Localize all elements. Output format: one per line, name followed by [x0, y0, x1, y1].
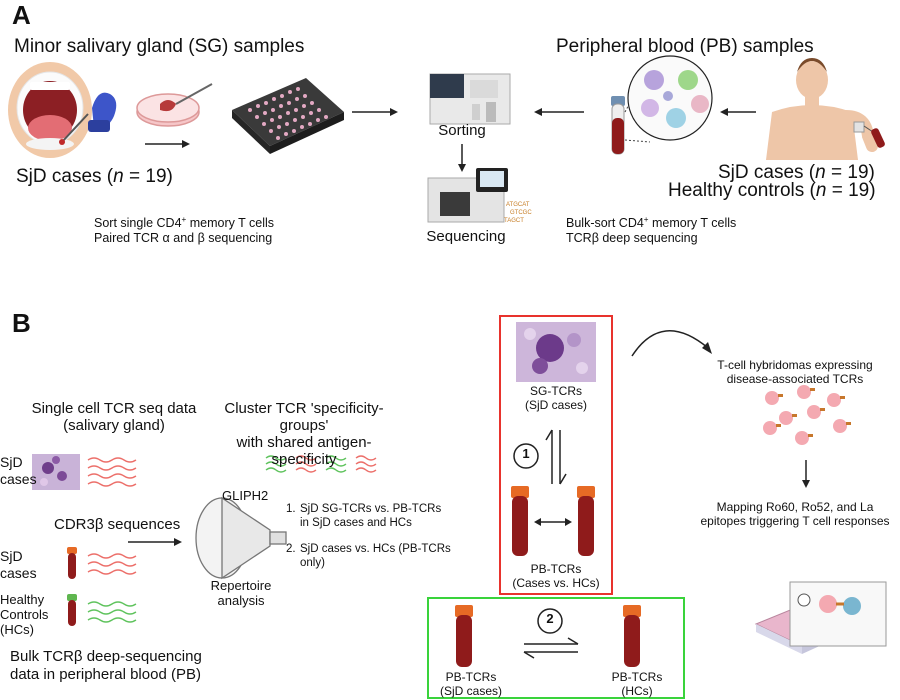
sg-tissue-image — [516, 322, 596, 382]
step-2-number: 2 — [546, 611, 554, 626]
tcr-red-waves-sg — [87, 457, 137, 487]
arrow-petri-to-plate — [145, 140, 190, 148]
step-1-circle — [513, 443, 539, 469]
sequence-text-icon: ATGCAT GTCGC TAGCT — [504, 202, 532, 224]
step-2-circle — [537, 608, 563, 634]
cell-zoom-icon — [624, 55, 713, 143]
arrow-tube-to-sorter — [534, 108, 584, 116]
equilibrium-arrows-2 — [523, 637, 579, 659]
panel-a-letter: A — [12, 0, 31, 30]
curved-arrow-to-hybridoma — [631, 330, 712, 357]
gloved-hand-icon — [59, 92, 117, 145]
pb-tcrs-hc-label: PB-TCRs(HCs) — [611, 670, 663, 698]
assay-zoom-icon — [789, 581, 887, 647]
pb-sjd-cases-label: SjD cases (n = 19) — [718, 162, 875, 183]
sequencing-label: Sequencing — [426, 228, 506, 245]
cell-sorter-icon — [429, 73, 511, 125]
arrow-cdr3-to-funnel — [128, 538, 182, 546]
pb-samples-title: Peripheral blood (PB) samples — [556, 36, 814, 57]
panel-b-illustrations — [32, 315, 887, 699]
open-mouth-icon — [8, 62, 92, 158]
blood-tube-hc-large — [577, 486, 595, 556]
tissue-thumbnail-icon — [32, 454, 80, 490]
sg-tcrs-label: SG-TCRs(SjD cases) — [524, 384, 587, 412]
pb-tcrs-cases-vs-hcs-label: PB-TCRs(Cases vs. HCs) — [512, 562, 600, 590]
arrow-person-to-blood — [720, 108, 756, 116]
funnel-icon — [195, 496, 287, 580]
sorting-label: Sorting — [438, 122, 486, 139]
svg-text:ATGCAT: ATGCAT — [506, 202, 530, 208]
blood-tube-hc-green — [623, 605, 641, 667]
equilibrium-arrows-1 — [545, 429, 567, 485]
pb-tcrs-sjd-label: PB-TCRs(SjD cases) — [439, 670, 502, 698]
cluster-title: Cluster TCR 'specificity-groups' with sh… — [224, 400, 384, 468]
sg-cases-label: SjD cases (n = 19) — [16, 166, 173, 187]
sc-tcr-title: Single cell TCR seq data (salivary gland… — [31, 400, 197, 434]
person-icon — [766, 58, 885, 160]
blood-tube-sjd-large — [511, 486, 529, 556]
arrow-sorter-to-sequencer — [458, 144, 466, 172]
panel-b-letter: B — [12, 308, 31, 338]
sg-method-text: Sort single CD4+ memory T cells Paired T… — [94, 215, 275, 246]
step-1-number: 1 — [522, 446, 530, 461]
arrow-hybridoma-to-mapping — [802, 460, 810, 488]
double-arrow-cases-hcs — [534, 518, 572, 526]
pb-healthy-controls-label: Healthy controls (n = 19) — [668, 180, 876, 201]
blood-tube-sjd-green — [455, 605, 473, 667]
small-blood-tube-sjd — [67, 547, 77, 579]
tcr-red-waves-pb — [87, 553, 137, 575]
panel-a-illustrations: ATGCAT GTCGC TAGCT — [8, 55, 885, 224]
comparison-1-box — [499, 315, 613, 595]
sequencer-icon — [427, 168, 508, 223]
tcr-mixed-waves — [265, 455, 377, 473]
well-plate-icon — [232, 78, 344, 154]
petri-dish-icon — [136, 83, 213, 127]
comparison-2-box — [427, 597, 685, 699]
svg-text:TAGCT: TAGCT — [504, 218, 524, 224]
sg-samples-title: Minor salivary gland (SG) samples — [14, 36, 305, 57]
svg-text:GTCGC: GTCGC — [510, 210, 532, 216]
gliph2-label: GLIPH2 — [222, 488, 269, 503]
blood-tube-icon — [611, 96, 625, 155]
hybridoma-cells-icon — [763, 385, 851, 445]
tcr-green-waves-hc — [87, 601, 137, 623]
cdr3-label: CDR3β sequences — [54, 516, 181, 533]
pb-method-text: Bulk-sort CD4+ memory T cells TCRβ deep … — [566, 215, 737, 246]
arrow-plate-to-sorter — [352, 108, 398, 116]
small-blood-tube-hc — [67, 594, 77, 626]
